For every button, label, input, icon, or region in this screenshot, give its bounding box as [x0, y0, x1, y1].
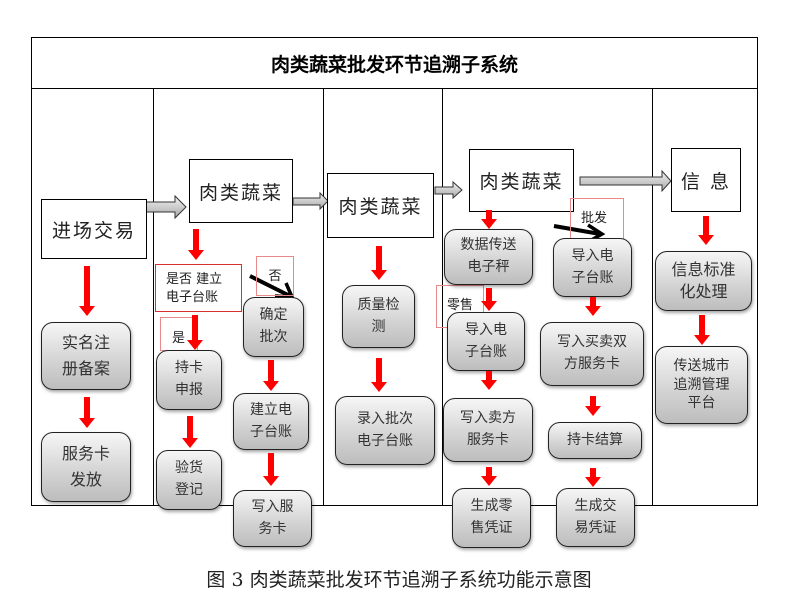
lane5-header-box: 信 息	[671, 148, 741, 212]
arrow-down-icon	[263, 360, 279, 391]
arrow-down-icon	[371, 358, 387, 392]
step-trade-voucher: 生成交易凭证	[556, 488, 635, 547]
lane-divider-4	[652, 88, 653, 506]
gray-arrow-2	[292, 191, 329, 211]
step-quality-test: 质量检测	[342, 285, 415, 348]
step-enter-batch-ledger: 录入批次电子台账	[335, 396, 435, 465]
no-label: 否	[268, 269, 282, 284]
arrow-down-icon	[79, 266, 95, 316]
step-build-ledger: 建立电子台账	[233, 393, 309, 450]
step-inspection-register: 验货登记	[156, 450, 222, 510]
gray-arrow-1	[140, 194, 187, 220]
gray-arrow-3	[434, 180, 463, 200]
lane2-header-box: 肉类蔬菜	[189, 159, 293, 223]
arrow-down-icon	[371, 246, 387, 280]
arrow-down-icon	[188, 229, 204, 260]
arrow-down-icon	[585, 297, 601, 316]
step-real-name-registration: 实名注册备案	[41, 322, 131, 390]
arrow-down-icon	[182, 416, 198, 448]
step-card-settlement: 持卡结算	[548, 422, 642, 459]
retail-label: 零售	[447, 298, 474, 313]
arrow-down-icon	[585, 468, 601, 487]
gray-arrow-4	[579, 169, 672, 193]
step-info-standardization: 信息标准化处理	[655, 251, 752, 311]
step-send-to-city-platform: 传送城市追溯管理平台	[655, 346, 748, 424]
lane4-header-box: 肉类蔬菜	[469, 149, 574, 212]
arrow-down-icon	[585, 396, 601, 416]
wholesale-label: 批发	[581, 211, 608, 226]
step-wholesale-import-ledger: 导入电子台账	[553, 238, 632, 297]
arrow-down-icon	[481, 467, 497, 486]
step-retail-voucher: 生成零售凭证	[452, 488, 531, 548]
yes-label: 是	[172, 331, 186, 346]
diagram-frame	[31, 37, 758, 506]
lane3-header-box: 肉类蔬菜	[327, 173, 434, 238]
step-data-to-scale: 数据传送电子秤	[444, 229, 533, 285]
step-retail-import-ledger: 导入电子台账	[447, 312, 525, 371]
lane-divider-3	[442, 88, 443, 506]
title-divider	[31, 88, 758, 89]
figure-caption: 图 3 肉类蔬菜批发环节追溯子系统功能示意图	[206, 569, 592, 591]
lane-divider-2	[323, 88, 324, 506]
arrow-down-icon	[698, 216, 714, 245]
arrow-down-icon	[481, 288, 497, 311]
step-service-card-issue: 服务卡发放	[41, 432, 131, 502]
arrow-down-icon	[263, 453, 279, 486]
wholesale-label-box: 批发	[570, 198, 624, 240]
arrow-down-icon	[79, 397, 95, 428]
arrow-down-icon	[694, 315, 710, 345]
diagram-title: 肉类蔬菜批发环节追溯子系统	[270, 53, 518, 76]
lane-divider-1	[153, 88, 154, 506]
arrow-down-icon	[481, 210, 497, 229]
lane1-header-box: 进场交易	[41, 199, 147, 259]
step-card-declare: 持卡申报	[156, 350, 222, 410]
step-write-service-card: 写入服务卡	[233, 490, 312, 547]
decision-build-ledger: 是否 建立电子台账	[155, 264, 242, 312]
step-write-both-cards: 写入买卖双方服务卡	[540, 322, 644, 386]
no-label-box: 否	[256, 256, 294, 296]
arrow-down-icon	[187, 315, 203, 350]
step-confirm-batch: 确定批次	[243, 297, 304, 357]
arrow-down-icon	[481, 371, 497, 390]
step-write-seller-card: 写入卖方服务卡	[443, 398, 533, 462]
